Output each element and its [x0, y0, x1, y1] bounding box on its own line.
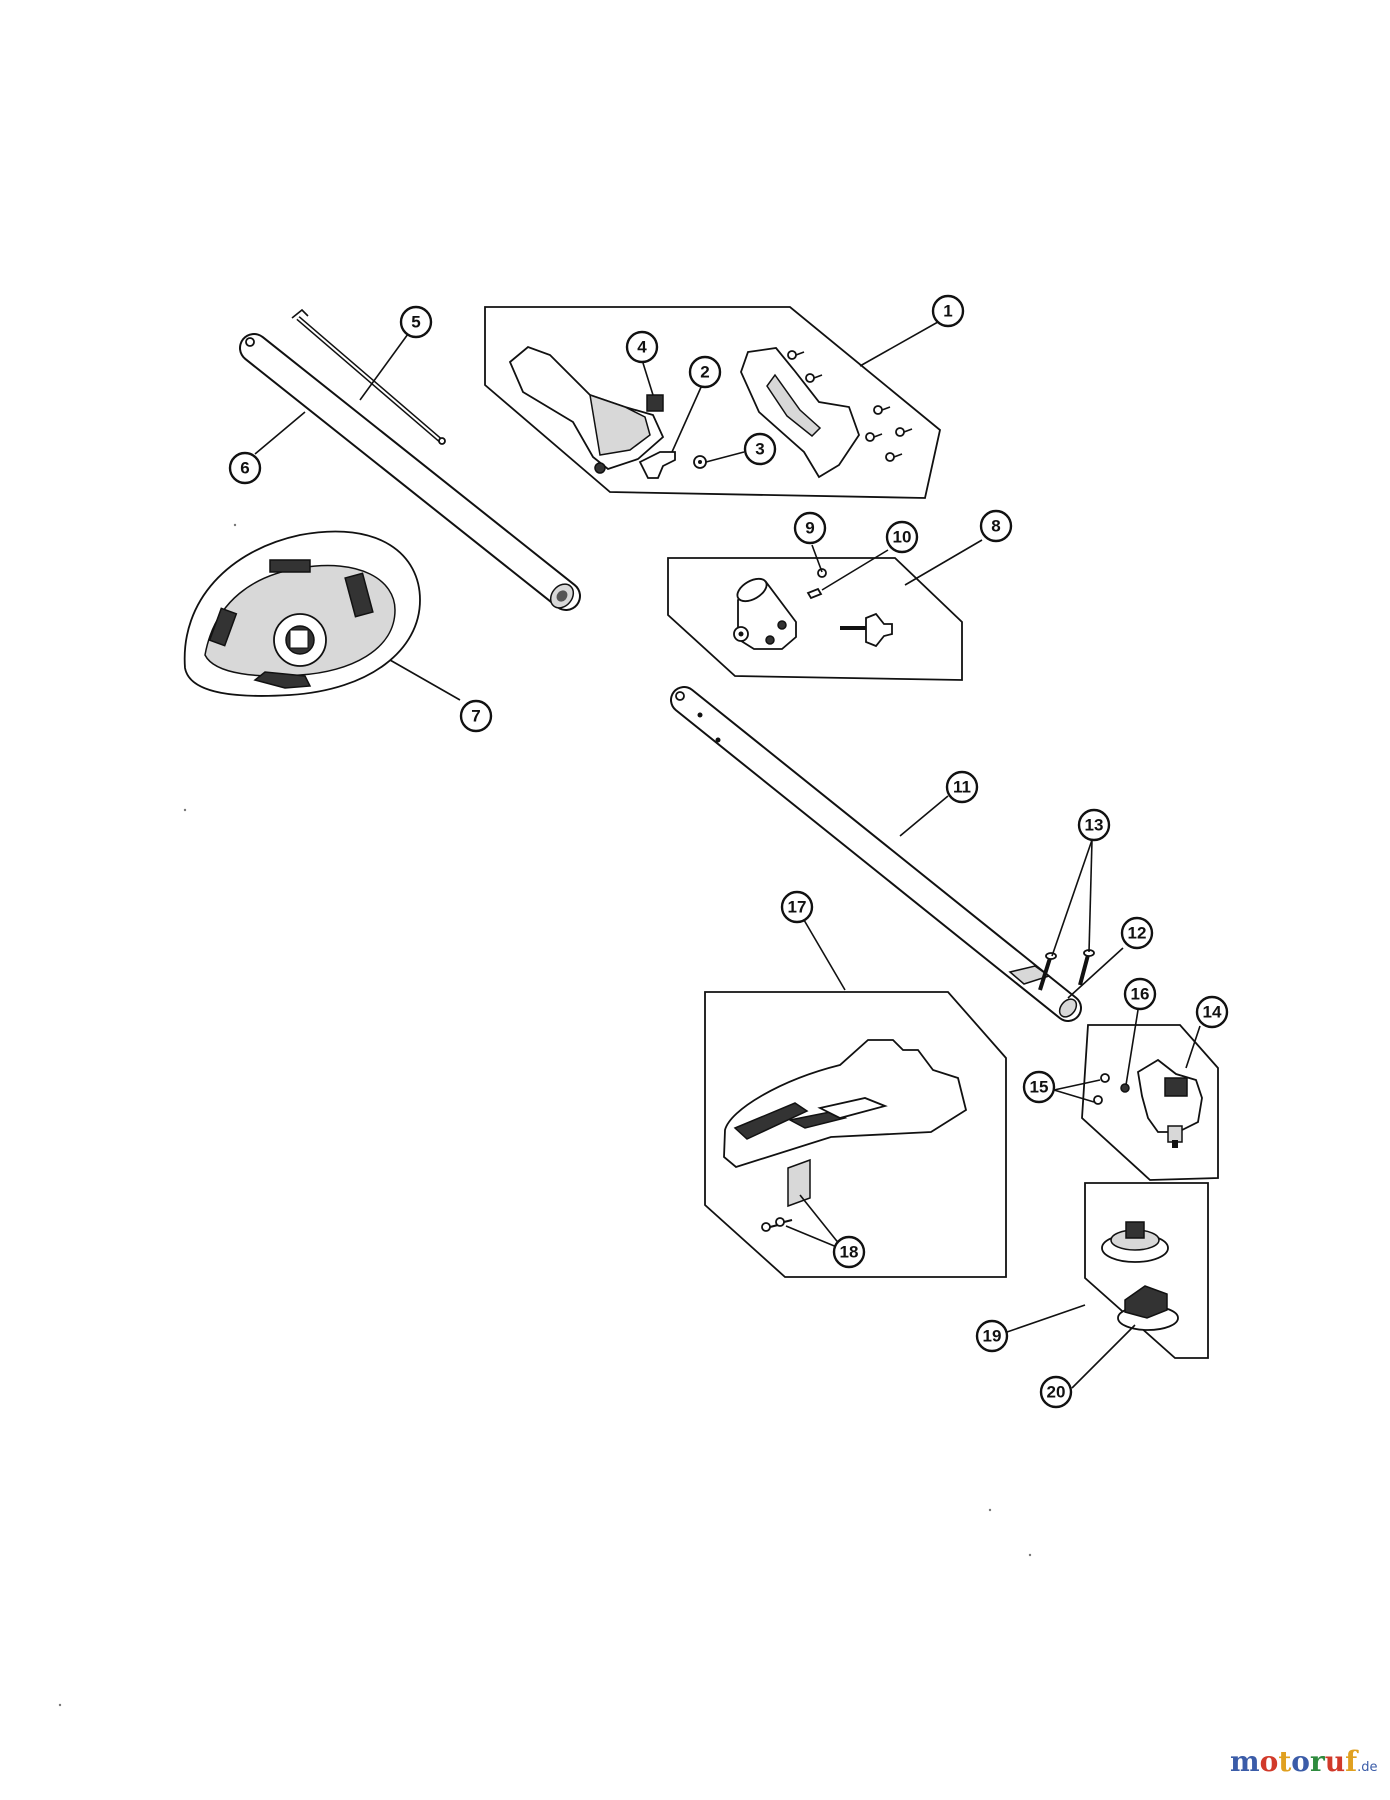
callout-17: 17 — [780, 890, 814, 924]
svg-text:10: 10 — [893, 528, 912, 547]
svg-text:13: 13 — [1085, 816, 1104, 835]
svg-text:17: 17 — [788, 898, 807, 917]
scan-specks — [58, 523, 1032, 1707]
switch-part — [646, 394, 664, 412]
callout-7: 7 — [459, 699, 493, 733]
trigger-part — [638, 451, 676, 479]
gearbox-head — [1137, 1058, 1203, 1148]
watermark-letter-4: r — [1309, 1745, 1325, 1778]
handle-left-half — [508, 345, 665, 474]
watermark-letter-6: f — [1345, 1745, 1358, 1778]
callout-8: 8 — [979, 509, 1013, 543]
watermark-letter-0: m — [1230, 1745, 1260, 1778]
callout-16: 16 — [1123, 977, 1157, 1011]
svg-text:6: 6 — [240, 459, 249, 478]
callout-10: 10 — [885, 520, 919, 554]
svg-text:15: 15 — [1030, 1078, 1049, 1097]
upper-shaft-tube — [239, 333, 581, 611]
callout-18: 18 — [832, 1235, 866, 1269]
watermark-logo: motoruf.de — [1230, 1745, 1378, 1778]
gearbox-assembly-box — [1081, 1024, 1219, 1181]
svg-text:4: 4 — [637, 338, 647, 357]
motor-housing — [183, 530, 421, 697]
handle-screws — [787, 350, 913, 462]
svg-text:14: 14 — [1203, 1003, 1222, 1022]
grass-guard — [723, 1039, 968, 1169]
callout-12: 12 — [1120, 916, 1154, 950]
spool-housing — [1101, 1221, 1169, 1263]
svg-text:11: 11 — [953, 778, 971, 797]
callout-4: 4 — [625, 330, 659, 364]
drive-cable — [291, 308, 446, 445]
svg-text:9: 9 — [805, 519, 814, 538]
watermark-tld: .de — [1357, 1760, 1378, 1775]
coupler-body — [736, 577, 797, 650]
shaft-screw-left — [1038, 952, 1057, 991]
coupler-assembly-box — [667, 557, 963, 681]
leader-lines — [254, 317, 1201, 1389]
watermark-letter-5: u — [1324, 1745, 1346, 1778]
svg-text:1: 1 — [943, 302, 952, 321]
svg-text:19: 19 — [983, 1327, 1002, 1346]
watermark-letter-1: o — [1259, 1745, 1279, 1778]
callout-2: 2 — [688, 355, 722, 389]
callout-9: 9 — [793, 511, 827, 545]
callout-3: 3 — [743, 432, 777, 466]
watermark-letter-2: t — [1278, 1745, 1292, 1778]
coupler-knob — [840, 612, 893, 648]
spool-assembly-box — [1084, 1182, 1209, 1359]
gearbox-screws — [1093, 1073, 1130, 1105]
callout-6: 6 — [228, 451, 262, 485]
handle-assembly-box — [484, 306, 941, 499]
svg-text:2: 2 — [700, 363, 709, 382]
callout-11: 11 — [945, 770, 979, 804]
guard-bracket — [787, 1158, 811, 1208]
svg-text:8: 8 — [991, 517, 1000, 536]
lower-shaft-tube — [670, 686, 1082, 1022]
trimmer-spool — [1117, 1285, 1179, 1331]
callout-15: 15 — [1022, 1070, 1056, 1104]
callout-1: 1 — [931, 294, 965, 328]
callout-19: 19 — [975, 1319, 1009, 1353]
spring-part — [693, 455, 707, 469]
coupler-screws — [806, 568, 827, 600]
svg-text:16: 16 — [1131, 985, 1150, 1004]
svg-text:5: 5 — [411, 313, 420, 332]
callout-14: 14 — [1195, 995, 1229, 1029]
svg-text:20: 20 — [1047, 1383, 1066, 1402]
svg-text:7: 7 — [471, 707, 480, 726]
guard-screws — [761, 1217, 793, 1232]
guard-assembly-box — [704, 991, 1007, 1278]
handle-right-half — [740, 347, 860, 479]
callout-13: 13 — [1077, 808, 1111, 842]
callout-5: 5 — [399, 305, 433, 339]
svg-text:12: 12 — [1128, 924, 1147, 943]
callout-20: 20 — [1039, 1375, 1073, 1409]
svg-text:18: 18 — [840, 1243, 859, 1262]
coupler-nut — [733, 626, 749, 642]
svg-text:3: 3 — [755, 440, 764, 459]
watermark-letter-3: o — [1291, 1745, 1310, 1778]
